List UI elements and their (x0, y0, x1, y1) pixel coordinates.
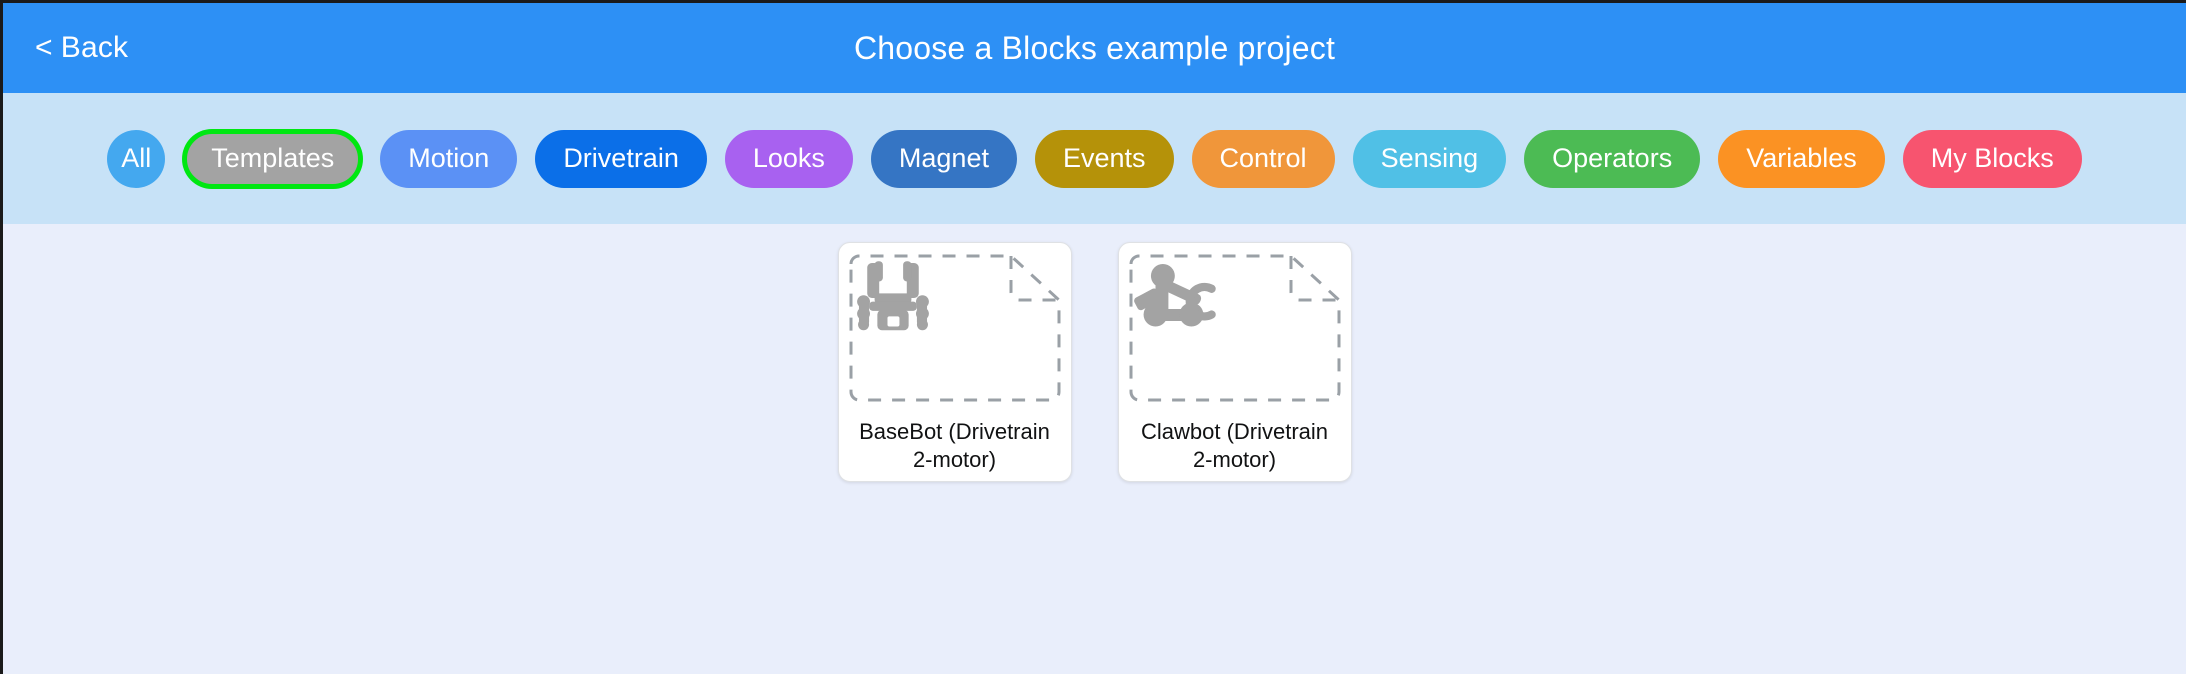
project-thumbnail (1127, 252, 1343, 404)
filter-pill-label: Drivetrain (563, 143, 679, 173)
project-card-title: Clawbot (Drivetrain 2-motor) (1140, 419, 1329, 472)
category-filter-bar: All Templates Motion Drivetrain Looks Magnet E… (3, 93, 2186, 224)
filter-pill-motion[interactable]: Motion (380, 129, 518, 188)
filter-pill-label: All (121, 143, 152, 173)
project-card[interactable]: BaseBot (Drivetrain 2-motor) (837, 242, 1072, 482)
filter-pill-drivetrain[interactable]: Drivetrain (535, 129, 707, 188)
filter-pill-label: Operators (1552, 143, 1673, 173)
filter-pill-label: Looks (752, 143, 825, 173)
filter-pill-label: Templates (211, 143, 335, 173)
project-card[interactable]: Clawbot (Drivetrain 2-motor) (1117, 242, 1352, 482)
back-button[interactable]: < Back (27, 25, 136, 71)
filter-pill-label: Variables (1746, 143, 1857, 173)
filter-pill-label: My Blocks (1930, 143, 2054, 173)
project-thumbnail (847, 252, 1063, 404)
filter-pill-label: Magnet (898, 143, 989, 173)
filter-pill-events[interactable]: Events (1034, 129, 1174, 188)
back-button-label: Back (60, 31, 129, 64)
filter-pill-all[interactable]: All (107, 129, 166, 188)
filter-pill-label: Control (1219, 143, 1307, 173)
page-title: Choose a Blocks example project (853, 29, 1336, 66)
filter-pill-looks[interactable]: Looks (724, 129, 853, 188)
filter-pill-label: Events (1062, 143, 1146, 173)
filter-pill-label: Sensing (1380, 143, 1479, 173)
back-chevron-icon: < (35, 31, 53, 64)
project-card-title: BaseBot (Drivetrain 2-motor) (859, 419, 1050, 472)
filter-pill-variables[interactable]: Variables (1718, 129, 1885, 188)
filter-pill-control[interactable]: Control (1191, 129, 1335, 188)
filter-pill-magnet[interactable]: Magnet (870, 129, 1017, 188)
app-header: < Back Choose a Blocks example project (3, 3, 2186, 93)
filter-pill-templates[interactable]: Templates (183, 129, 363, 188)
project-card-grid: BaseBot (Drivetrain 2-motor) Clawbot (Dri… (3, 224, 2186, 674)
filter-pill-sensing[interactable]: Sensing (1352, 129, 1507, 188)
filter-pill-operators[interactable]: Operators (1524, 129, 1701, 188)
filter-pill-label: Motion (408, 143, 490, 173)
filter-pill-my-blocks[interactable]: My Blocks (1902, 129, 2082, 188)
